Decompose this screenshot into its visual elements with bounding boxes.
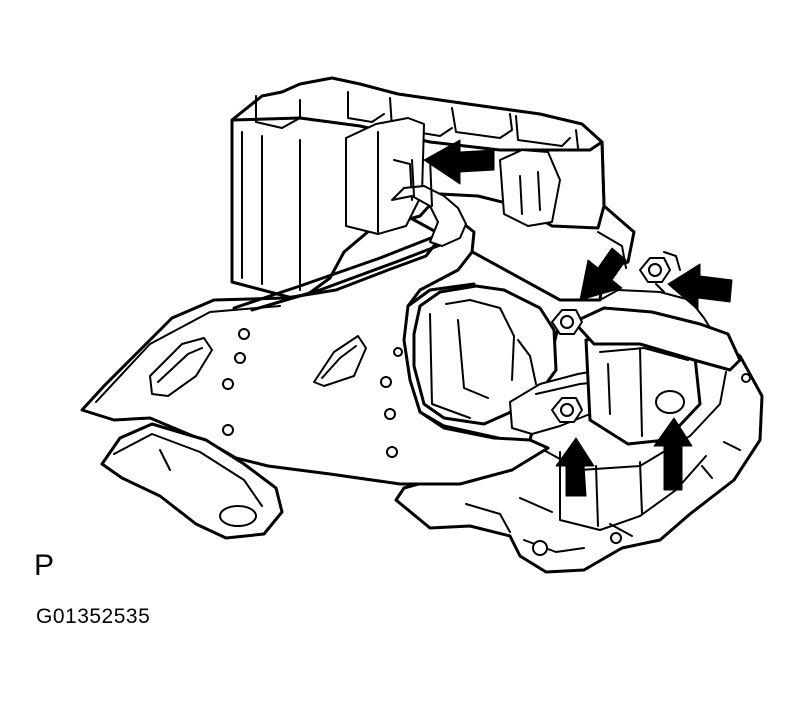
indicator-arrows bbox=[423, 139, 733, 497]
arrow-up-right-icon bbox=[653, 417, 693, 491]
view-label: P bbox=[34, 549, 55, 582]
bolt-lower bbox=[551, 397, 583, 423]
figure-id: G01352535 bbox=[36, 605, 151, 628]
inner-mechanism bbox=[412, 284, 742, 446]
arrow-top-left-icon bbox=[423, 139, 495, 185]
bolt-top-right bbox=[639, 251, 681, 283]
housing-block bbox=[230, 76, 636, 302]
main-bracket bbox=[80, 157, 550, 540]
arrow-right-bolt-icon bbox=[667, 263, 733, 311]
arrow-up-left-icon bbox=[555, 437, 595, 497]
arrow-diagonal-down-left-icon bbox=[579, 247, 627, 301]
bolt-middle bbox=[551, 309, 583, 335]
